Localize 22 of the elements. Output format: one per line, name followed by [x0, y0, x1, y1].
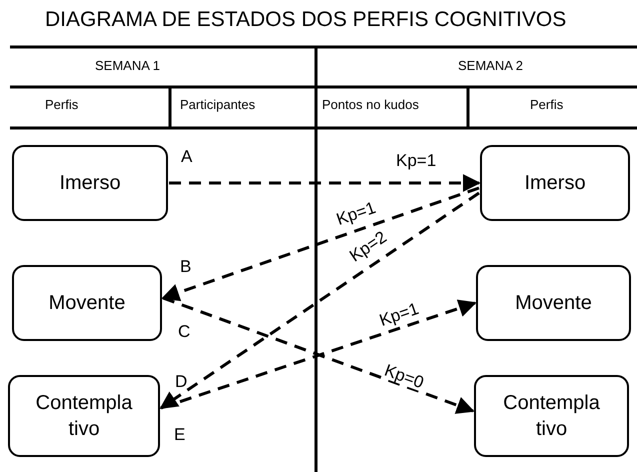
arrow [161, 186, 480, 302]
state-box: Contempla tivo [8, 375, 160, 457]
edge-label: Kp=1 [395, 152, 438, 169]
line-letter: B [180, 257, 192, 277]
column-header: SEMANA 2 [458, 58, 524, 73]
column-header: Perfis [530, 97, 564, 112]
arrow [169, 174, 481, 192]
arrow [160, 192, 480, 410]
state-box: Contempla tivo [474, 375, 629, 457]
line-letter: E [174, 425, 186, 445]
column-header: SEMANA 1 [95, 58, 160, 73]
state-box: Movente [476, 265, 631, 341]
column-header: Participantes [180, 97, 256, 112]
line-letter: C [178, 322, 190, 342]
state-box: Movente [12, 265, 162, 341]
column-header: Perfis [45, 97, 78, 112]
state-box: Imerso [480, 145, 630, 221]
line-letter: D [175, 372, 188, 392]
diagram-title: DIAGRAMA DE ESTADOS DOS PERFIS COGNITIVOS [45, 8, 566, 32]
state-box: Imerso [12, 145, 168, 221]
line-letter: A [181, 147, 192, 167]
column-header: Pontos no kudos [322, 97, 419, 112]
